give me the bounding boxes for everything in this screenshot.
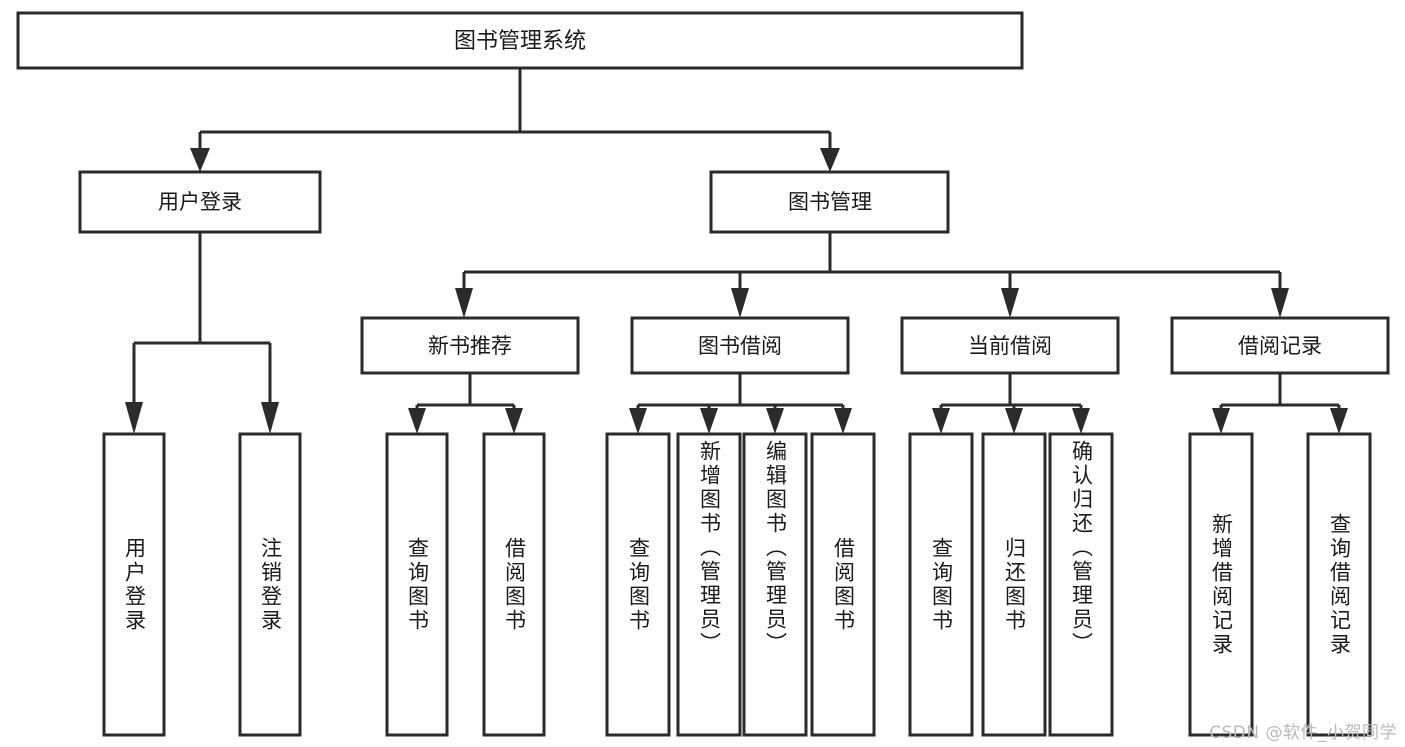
arrow-leaf-borrow-book-2 bbox=[834, 408, 852, 434]
arrow-leaf-edit-book bbox=[766, 408, 784, 434]
arrow-borrow-record bbox=[1271, 288, 1289, 318]
connector-book-borrow-to-leaves bbox=[629, 373, 852, 434]
arrow-leaf-user-login bbox=[125, 402, 143, 434]
node-new-book-recommend[interactable]: 新书推荐 bbox=[360, 316, 580, 375]
node-new-book-recommend-box bbox=[360, 316, 580, 375]
connector-book-manage-to-level3 bbox=[455, 232, 1289, 318]
arrow-leaf-return-book bbox=[1005, 408, 1023, 434]
node-borrow-record-box bbox=[1170, 316, 1390, 375]
node-current-borrow[interactable]: 当前借阅 bbox=[900, 316, 1120, 375]
node-root[interactable]: 图书管理系统 bbox=[16, 11, 1024, 70]
arrow-leaf-borrow-book-1 bbox=[505, 408, 523, 434]
leaf-box-query-book-2[interactable] bbox=[605, 432, 671, 737]
node-borrow-record-label: 借阅记录 bbox=[1238, 334, 1322, 358]
node-book-manage-box bbox=[709, 170, 950, 234]
leaf-boxes bbox=[102, 432, 1372, 737]
arrow-book-manage bbox=[820, 148, 840, 172]
arrow-leaf-query-book-3 bbox=[932, 408, 950, 434]
node-current-borrow-label: 当前借阅 bbox=[968, 334, 1052, 358]
node-current-borrow-box bbox=[900, 316, 1120, 375]
leaf-box-edit-book[interactable] bbox=[742, 432, 808, 737]
arrow-leaf-query-book-1 bbox=[408, 408, 426, 434]
node-root-label: 图书管理系统 bbox=[454, 29, 586, 54]
arrow-leaf-query-record bbox=[1330, 408, 1348, 434]
leaf-box-borrow-book-2[interactable] bbox=[810, 432, 876, 737]
node-user-login-box bbox=[78, 170, 322, 234]
leaf-box-user-login[interactable] bbox=[102, 432, 166, 737]
leaf-box-add-book[interactable] bbox=[676, 432, 742, 737]
leaf-box-return-book[interactable] bbox=[981, 432, 1047, 737]
leaf-box-query-book-3[interactable] bbox=[908, 432, 974, 737]
leaf-box-query-record[interactable] bbox=[1306, 432, 1372, 737]
arrow-current-borrow bbox=[1001, 288, 1019, 318]
node-root-box bbox=[16, 11, 1024, 70]
node-book-borrow[interactable]: 图书借阅 bbox=[630, 316, 850, 375]
connector-borrow-record-to-leaves bbox=[1212, 373, 1348, 434]
connector-user-login-to-leaves bbox=[125, 232, 279, 434]
leaf-box-query-book-1[interactable] bbox=[385, 432, 449, 737]
arrow-leaf-confirm-return bbox=[1072, 408, 1090, 434]
arrow-leaf-query-book-2 bbox=[629, 408, 647, 434]
connector-root-to-level2 bbox=[190, 68, 840, 172]
node-user-login-label: 用户登录 bbox=[158, 190, 242, 214]
leaf-box-logout[interactable] bbox=[238, 432, 302, 737]
leaf-box-confirm-return[interactable] bbox=[1048, 432, 1114, 737]
node-book-manage[interactable]: 图书管理 bbox=[709, 170, 950, 234]
arrow-leaf-logout bbox=[261, 402, 279, 434]
node-book-borrow-label: 图书借阅 bbox=[698, 334, 782, 358]
node-user-login[interactable]: 用户登录 bbox=[78, 170, 322, 234]
arrow-user-login bbox=[190, 148, 210, 172]
node-borrow-record[interactable]: 借阅记录 bbox=[1170, 316, 1390, 375]
leaf-box-add-record[interactable] bbox=[1188, 432, 1254, 737]
arrow-leaf-add-record bbox=[1212, 408, 1230, 434]
arrow-new-book-recommend bbox=[455, 288, 473, 318]
arrow-book-borrow bbox=[731, 288, 749, 318]
csdn-watermark: CSDN @软件_小贺同学 bbox=[1209, 723, 1397, 743]
connector-new-book-recommend-to-leaves bbox=[408, 373, 523, 434]
connector-current-borrow-to-leaves bbox=[932, 373, 1090, 434]
leaf-box-borrow-book-1[interactable] bbox=[482, 432, 546, 737]
node-book-manage-label: 图书管理 bbox=[788, 190, 872, 214]
arrow-leaf-add-book bbox=[700, 408, 718, 434]
node-new-book-recommend-label: 新书推荐 bbox=[428, 334, 512, 358]
node-book-borrow-box bbox=[630, 316, 850, 375]
